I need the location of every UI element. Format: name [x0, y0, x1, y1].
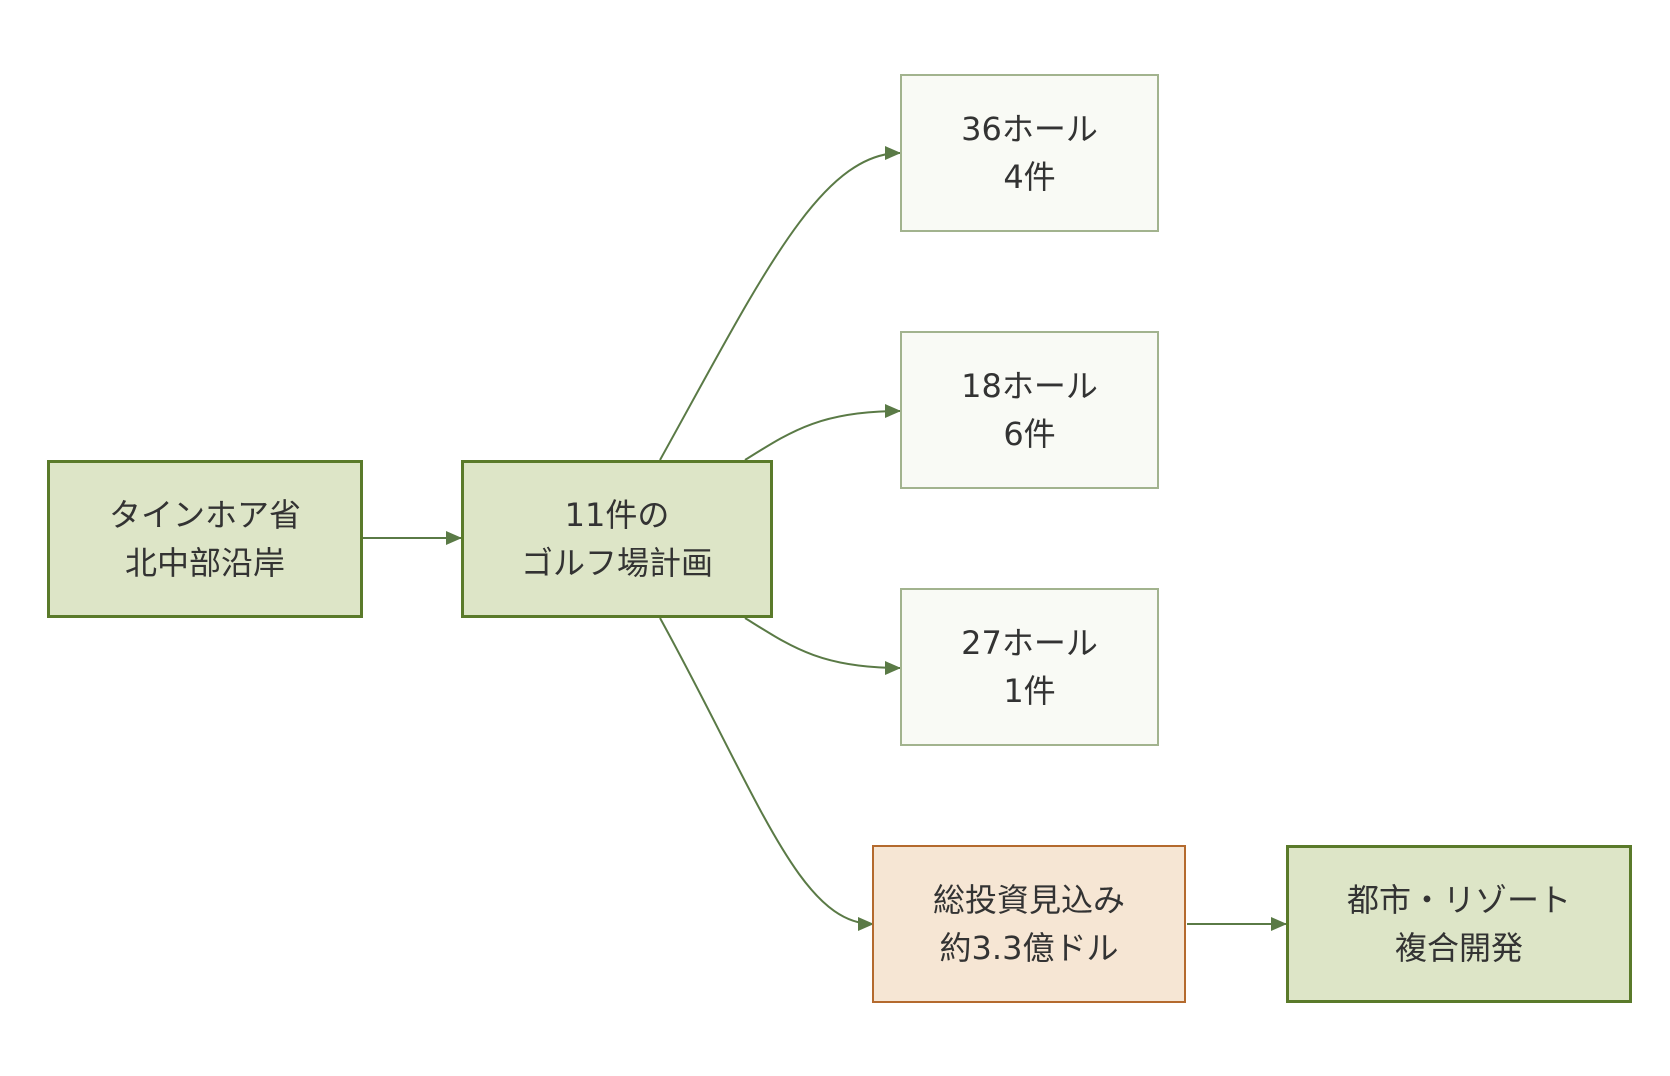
node-thanh-hoa: タインホア省 北中部沿岸: [47, 460, 363, 618]
node-golf-plans-line1: 11件の: [564, 496, 670, 534]
node-18-holes: 18ホール 6件: [900, 331, 1159, 489]
node-thanh-hoa-line1: タインホア省: [108, 496, 301, 534]
node-thanh-hoa-line2: 北中部沿岸: [124, 544, 285, 582]
node-18-holes-line1: 18ホール: [961, 367, 1098, 405]
node-total-investment-line2: 約3.3億ドル: [939, 929, 1119, 967]
node-18-holes-line2: 6件: [1003, 415, 1056, 453]
node-golf-plans-line2: ゴルフ場計画: [520, 544, 713, 582]
node-resort-development-line2: 複合開発: [1394, 929, 1523, 967]
node-total-investment: 総投資見込み 約3.3億ドル: [872, 845, 1186, 1003]
node-36-holes: 36ホール 4件: [900, 74, 1159, 232]
node-27-holes: 27ホール 1件: [900, 588, 1159, 746]
node-27-holes-line1: 27ホール: [961, 624, 1098, 662]
node-resort-development-line1: 都市・リゾート: [1346, 881, 1571, 919]
node-36-holes-line1: 36ホール: [961, 110, 1098, 148]
edge-plan-to-27: [744, 617, 901, 675]
node-36-holes-line2: 4件: [1003, 158, 1056, 196]
node-total-investment-line1: 総投資見込み: [932, 881, 1125, 919]
node-golf-plans: 11件の ゴルフ場計画: [461, 460, 773, 618]
edge-plan-to-36: [659, 146, 901, 461]
node-27-holes-line2: 1件: [1003, 672, 1056, 710]
node-resort-development: 都市・リゾート 複合開発: [1286, 845, 1632, 1003]
edge-plan-to-invest: [659, 617, 874, 931]
edge-plan-to-18: [744, 404, 901, 461]
